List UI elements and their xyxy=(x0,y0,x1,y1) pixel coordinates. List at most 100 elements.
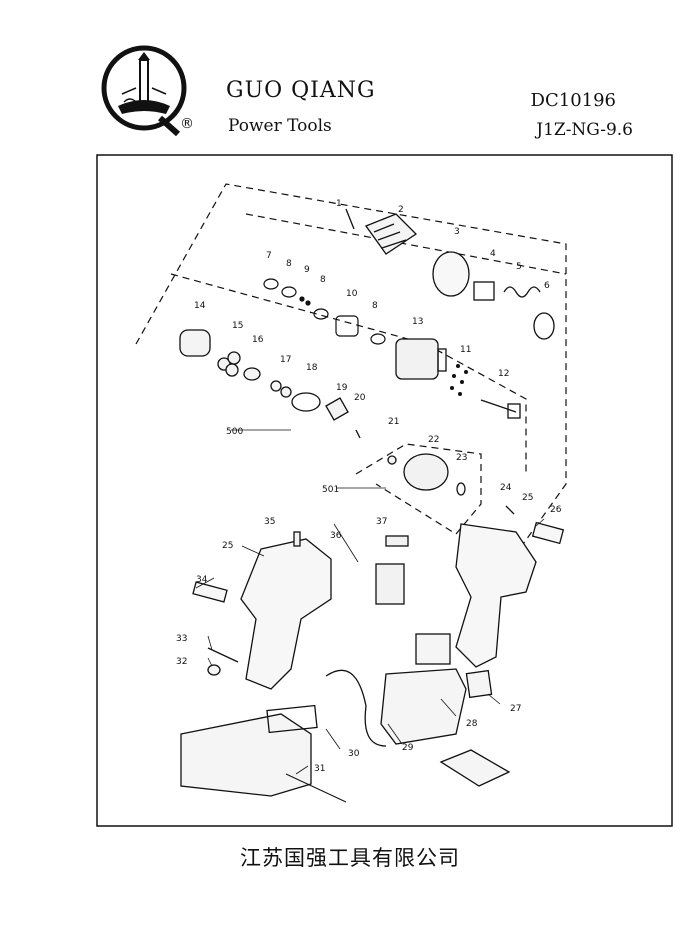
part-label: 7 xyxy=(266,251,272,261)
diagram-svg: 1 2 3 4 5 6 7 8 9 8 10 8 11 12 13 14 15 … xyxy=(96,154,673,827)
exploded-parts-diagram: 1 2 3 4 5 6 7 8 9 8 10 8 11 12 13 14 15 … xyxy=(96,154,673,827)
part-label: 5 xyxy=(516,262,522,272)
part-label: 501 xyxy=(322,485,339,495)
chuck-assembly-divider xyxy=(245,213,567,275)
part-label: 21 xyxy=(388,417,399,427)
part-label: 14 xyxy=(194,301,206,311)
leader-lines xyxy=(195,429,545,775)
clutch-ring-3 xyxy=(432,251,470,297)
housing-right-25 xyxy=(455,523,537,668)
battery-top-28 xyxy=(415,633,451,665)
part-label: 20 xyxy=(354,393,366,403)
part-label: 22 xyxy=(428,435,439,445)
spindle-12 xyxy=(480,399,521,419)
part-label: 29 xyxy=(402,743,414,753)
ring-7 xyxy=(263,278,279,290)
part-label: 25 xyxy=(222,541,233,551)
charger-30 xyxy=(180,713,312,797)
part-label: 9 xyxy=(304,265,310,275)
part-label: 8 xyxy=(286,259,292,269)
part-label: 8 xyxy=(320,275,326,285)
part-label: 15 xyxy=(232,321,243,331)
part-labels: 1 2 3 4 5 6 7 8 9 8 10 8 11 12 13 14 15 … xyxy=(176,199,562,774)
pin-35 xyxy=(293,531,301,547)
part-label: 6 xyxy=(544,281,550,291)
wrist-strap-29 xyxy=(325,669,387,747)
part-label: 33 xyxy=(176,634,187,644)
screw-1 xyxy=(345,208,355,230)
accessories xyxy=(180,633,511,803)
part-label: 25 xyxy=(522,493,533,503)
clutch-assembly-outline xyxy=(170,273,527,474)
clutch-plate-4 xyxy=(473,281,495,301)
part-label: 2 xyxy=(398,205,404,215)
part-label: 8 xyxy=(372,301,378,311)
ring-8c xyxy=(370,333,386,345)
planet-gear-17b xyxy=(280,386,292,398)
gearbox-housing-13 xyxy=(395,338,447,380)
instruction-sheet xyxy=(266,704,318,734)
part-label: 10 xyxy=(346,289,358,299)
battery-28 xyxy=(380,668,467,745)
assembly-groups xyxy=(135,183,567,555)
bushing-10 xyxy=(335,315,359,337)
diagram-frame xyxy=(96,154,673,827)
part-label: 27 xyxy=(510,704,521,714)
motor-22 xyxy=(403,453,449,491)
switch-36 xyxy=(375,563,405,605)
part-label: 34 xyxy=(196,575,208,585)
part-label: 31 xyxy=(314,764,325,774)
bit-holder-32 xyxy=(207,664,221,676)
part-label: 16 xyxy=(252,335,264,345)
washer-18 xyxy=(291,392,321,412)
part-label: 37 xyxy=(376,517,387,527)
pinion-21 xyxy=(387,455,397,465)
part-label: 13 xyxy=(412,317,423,327)
label-34 xyxy=(192,581,228,603)
company-logo xyxy=(100,44,190,137)
steel-balls-11 xyxy=(450,364,468,396)
part-label: 26 xyxy=(550,505,562,515)
part-label: 12 xyxy=(498,369,509,379)
screw-24 xyxy=(505,505,515,515)
registered-mark: ® xyxy=(180,116,194,132)
carry-case xyxy=(439,749,511,787)
washer-6 xyxy=(533,312,555,340)
clutch-parts xyxy=(432,251,555,340)
part-label: 28 xyxy=(466,719,478,729)
ring-8a xyxy=(281,286,297,298)
label-26 xyxy=(531,521,565,545)
brand-name: GUO QIANG xyxy=(226,78,376,103)
motor-parts xyxy=(387,453,466,496)
label-27 xyxy=(465,669,493,699)
keyless-chuck-2 xyxy=(364,213,418,255)
part-label: 4 xyxy=(490,249,496,259)
part-label: 23 xyxy=(456,453,467,463)
plate-19 xyxy=(325,397,349,421)
product-code: J1Z-NG-9.6 xyxy=(536,120,633,140)
planet-gear-15b xyxy=(227,351,241,365)
ring-8b xyxy=(313,308,329,320)
housing-parts xyxy=(192,505,565,690)
model-number: DC10196 xyxy=(530,90,616,111)
ring-gear-14 xyxy=(179,329,211,357)
clip-23 xyxy=(456,482,466,496)
part-label: 3 xyxy=(454,227,460,237)
spring-5 xyxy=(503,286,541,298)
planet-gear-15c xyxy=(225,363,239,377)
carrier-16 xyxy=(243,367,261,381)
reverse-lever-37 xyxy=(385,535,409,547)
motor-assembly-outline xyxy=(355,443,482,535)
part-label: 18 xyxy=(306,363,318,373)
part-label: 32 xyxy=(176,657,187,667)
part-label: 11 xyxy=(460,345,471,355)
screw-20 xyxy=(355,429,361,439)
switch-parts xyxy=(293,531,409,605)
planet-gear-17a xyxy=(270,380,282,392)
part-label: 24 xyxy=(500,483,512,493)
part-label: 17 xyxy=(280,355,291,365)
q-lighthouse-logo-icon xyxy=(101,45,187,137)
screwdriver-bit-33 xyxy=(207,647,239,663)
planetary-gearset xyxy=(179,329,361,439)
part-label: 30 xyxy=(348,749,360,759)
